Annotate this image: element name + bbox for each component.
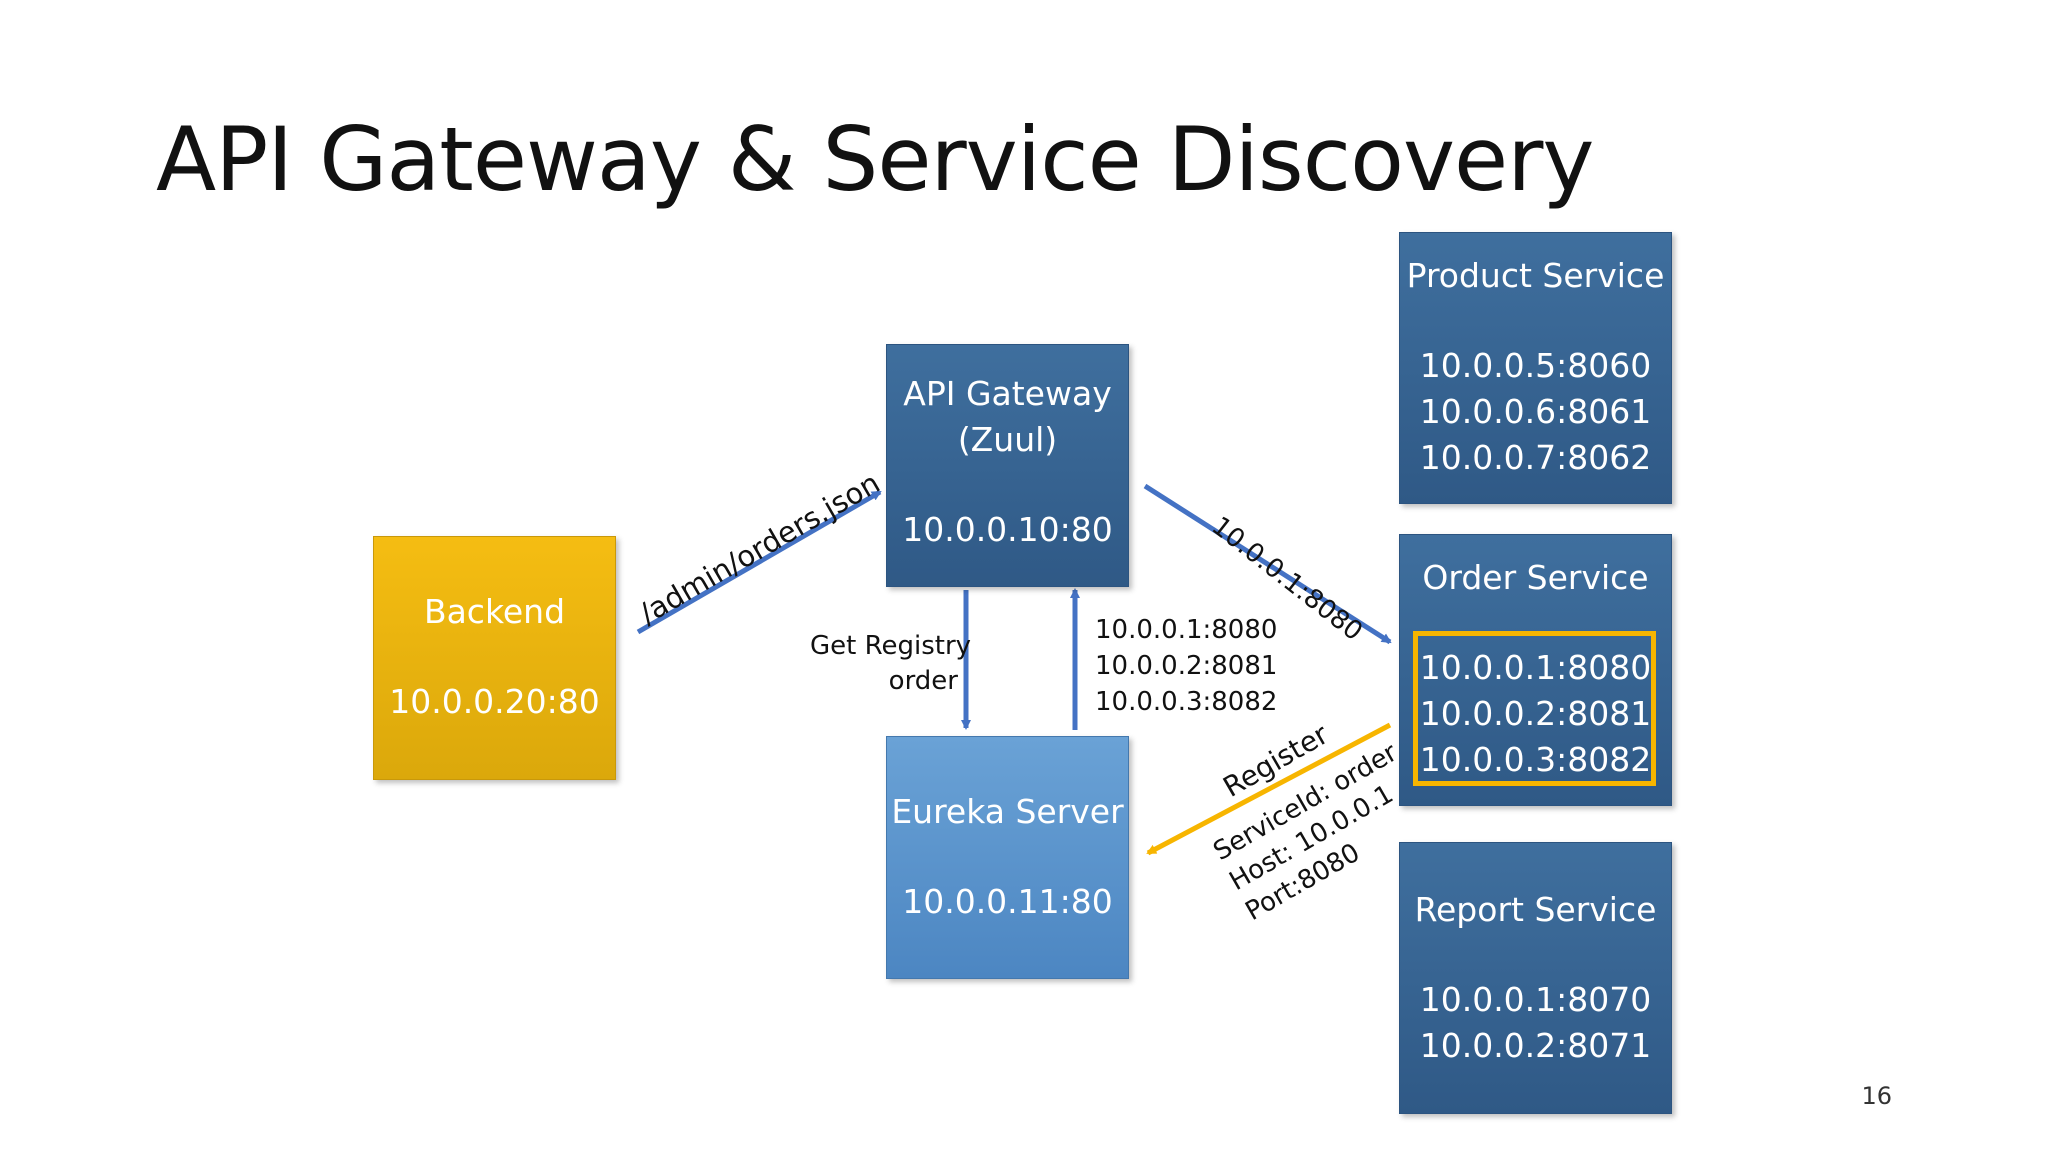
backend-address: 10.0.0.20:80 [389, 682, 600, 721]
report-instance: 10.0.0.2:8071 [1419, 1026, 1652, 1065]
eureka-name: Eureka Server [891, 792, 1124, 831]
eureka-address: 10.0.0.11:80 [902, 882, 1113, 921]
gateway-name-line1: API Gateway [903, 374, 1112, 413]
slide-title: API Gateway & Service Discovery [156, 108, 1594, 211]
order-instance: 10.0.0.2:8081 [1419, 694, 1652, 733]
report-service-name: Report Service [1414, 890, 1657, 929]
gateway-name-line2: (Zuul) [957, 420, 1058, 459]
api-gateway-box: API Gateway (Zuul) 10.0.0.10:80 [886, 344, 1129, 587]
product-service-box: Product Service 10.0.0.5:8060 10.0.0.6:8… [1399, 232, 1672, 504]
registry-response-line: 10.0.0.1:8080 [1095, 615, 1278, 645]
report-instance: 10.0.0.1:8070 [1419, 980, 1652, 1019]
arrow-order-register-to-eureka [1146, 722, 1392, 856]
eureka-server-box: Eureka Server 10.0.0.11:80 [886, 736, 1129, 979]
order-instance: 10.0.0.1:8080 [1419, 648, 1652, 687]
order-service-box: Order Service 10.0.0.1:8080 10.0.0.2:808… [1399, 534, 1672, 806]
product-service-name: Product Service [1406, 256, 1665, 295]
order-instance: 10.0.0.3:8082 [1419, 740, 1652, 779]
arrow-gateway-to-order [1143, 483, 1392, 645]
backend-name: Backend [423, 592, 566, 631]
product-instance: 10.0.0.5:8060 [1419, 346, 1652, 385]
registry-response-line: 10.0.0.3:8082 [1095, 687, 1278, 717]
get-registry-label-line1: Get Registry [810, 631, 972, 661]
order-service-name: Order Service [1422, 558, 1649, 597]
page-number: 16 [1861, 1082, 1892, 1110]
product-instance: 10.0.0.6:8061 [1419, 392, 1652, 431]
registry-response-line: 10.0.0.2:8081 [1095, 651, 1278, 681]
arrow-backend-to-gateway [636, 489, 882, 635]
order-instances-highlight [1413, 631, 1656, 786]
backend-box: Backend 10.0.0.20:80 [373, 536, 616, 780]
report-service-box: Report Service 10.0.0.1:8070 10.0.0.2:80… [1399, 842, 1672, 1114]
gateway-address: 10.0.0.10:80 [902, 510, 1113, 549]
product-instance: 10.0.0.7:8062 [1419, 438, 1652, 477]
get-registry-label-line2: order [888, 666, 958, 696]
